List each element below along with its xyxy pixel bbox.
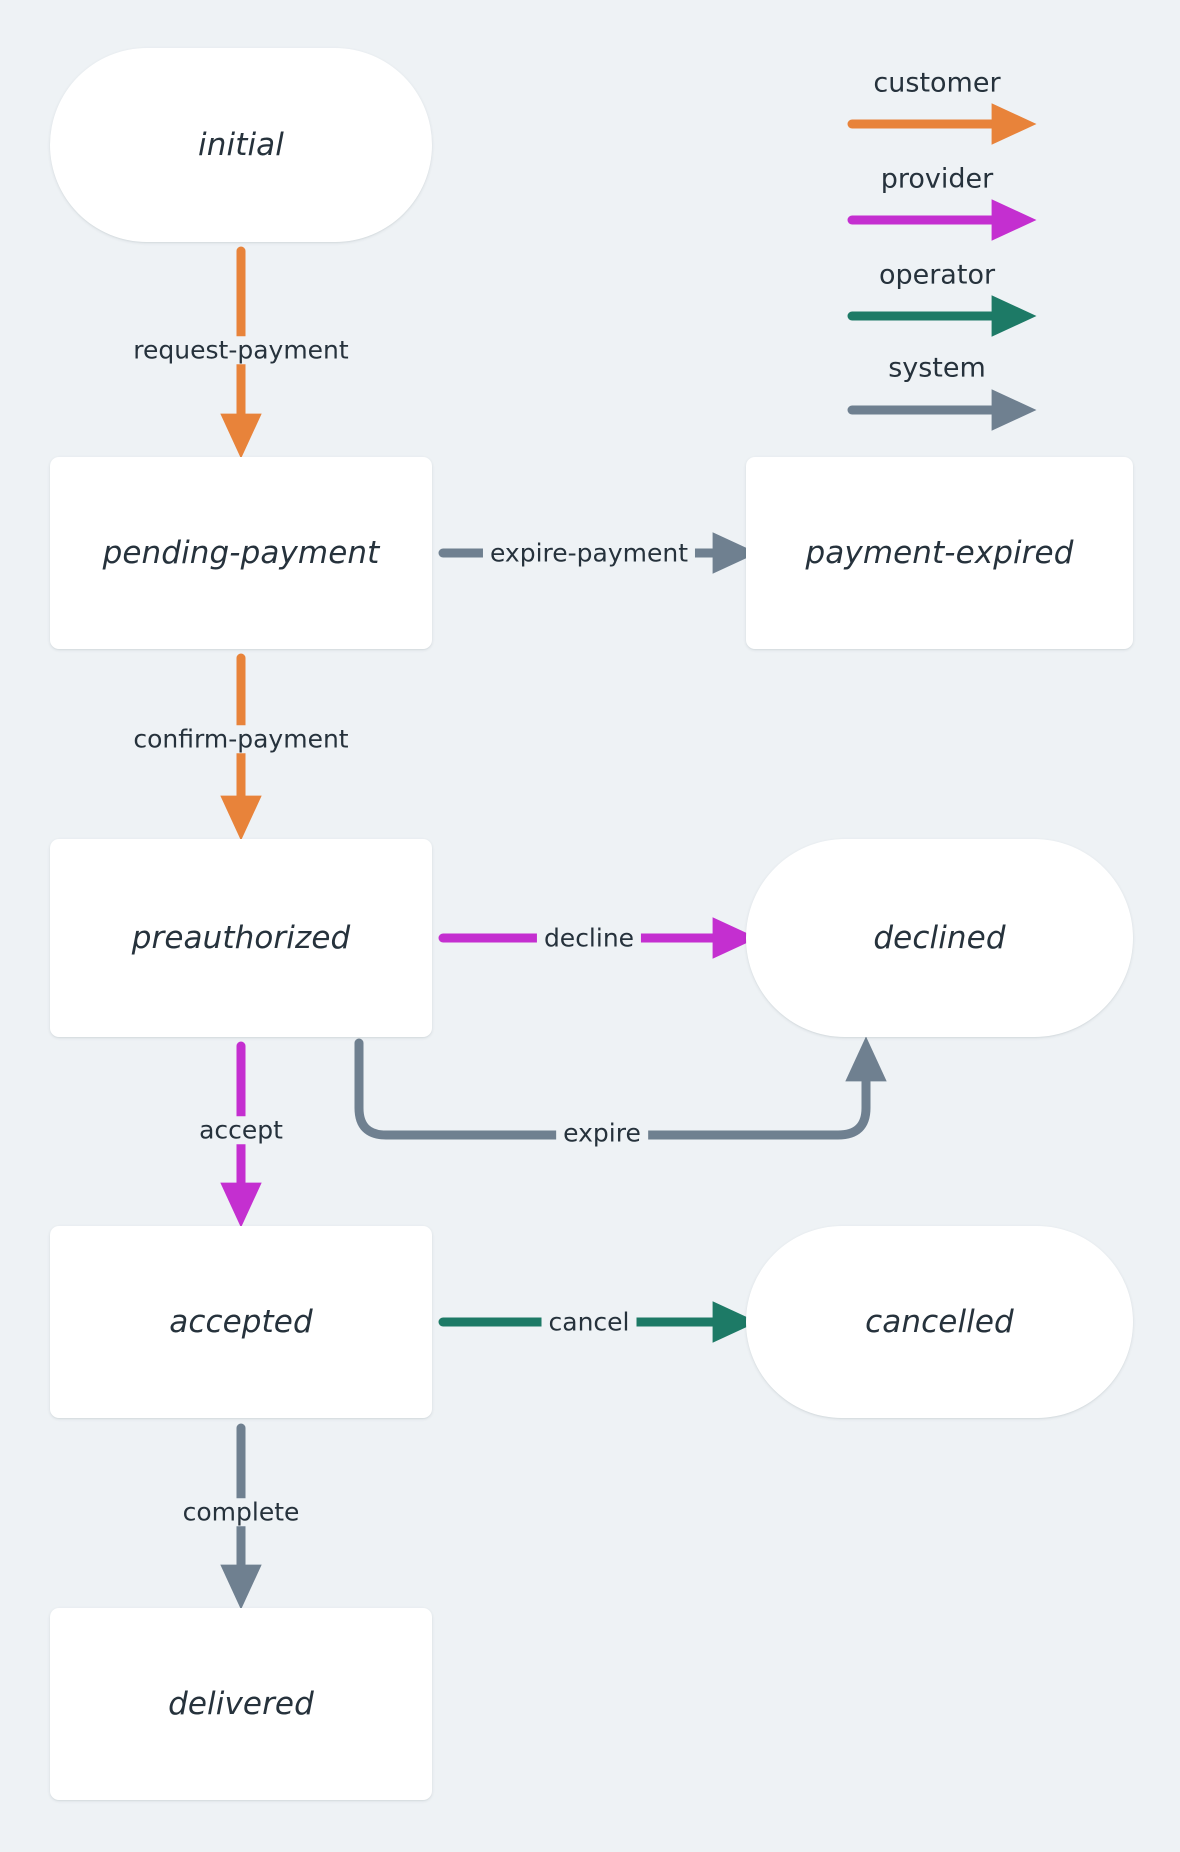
legend-label-operator: operator xyxy=(878,259,996,291)
edge-label-confirm-payment: confirm-payment xyxy=(126,725,356,753)
edge-label-complete: complete xyxy=(175,1498,307,1526)
state-node-accepted[interactable]: accepted xyxy=(50,1226,432,1418)
state-node-pending-payment[interactable]: pending-payment xyxy=(50,457,432,649)
state-label-delivered: delivered xyxy=(168,1686,314,1722)
state-node-initial[interactable]: initial xyxy=(50,48,432,242)
state-label-payment-expired: payment-expired xyxy=(805,535,1074,571)
state-node-payment-expired[interactable]: payment-expired xyxy=(746,457,1133,649)
edge-label-decline: decline xyxy=(536,924,642,952)
state-label-pending-payment: pending-payment xyxy=(102,535,380,571)
edge-label-cancel: cancel xyxy=(541,1308,637,1336)
edge-label-expire: expire xyxy=(556,1119,648,1147)
state-node-declined[interactable]: declined xyxy=(746,839,1133,1037)
state-node-cancelled[interactable]: cancelled xyxy=(746,1226,1133,1418)
legend-label-system: system xyxy=(888,352,986,384)
state-label-accepted: accepted xyxy=(169,1304,313,1340)
state-label-preauthorized: preauthorized xyxy=(131,920,351,956)
state-label-initial: initial xyxy=(198,127,284,163)
state-node-preauthorized[interactable]: preauthorized xyxy=(50,839,432,1037)
legend-label-customer: customer xyxy=(873,67,1001,99)
legend-label-provider: provider xyxy=(880,163,994,195)
state-label-declined: declined xyxy=(873,920,1006,956)
edge-label-expire-payment: expire-payment xyxy=(482,539,696,567)
edge-label-request-payment: request-payment xyxy=(126,336,356,364)
state-label-cancelled: cancelled xyxy=(865,1304,1014,1340)
edge-label-accept: accept xyxy=(192,1116,290,1144)
state-node-delivered[interactable]: delivered xyxy=(50,1608,432,1800)
